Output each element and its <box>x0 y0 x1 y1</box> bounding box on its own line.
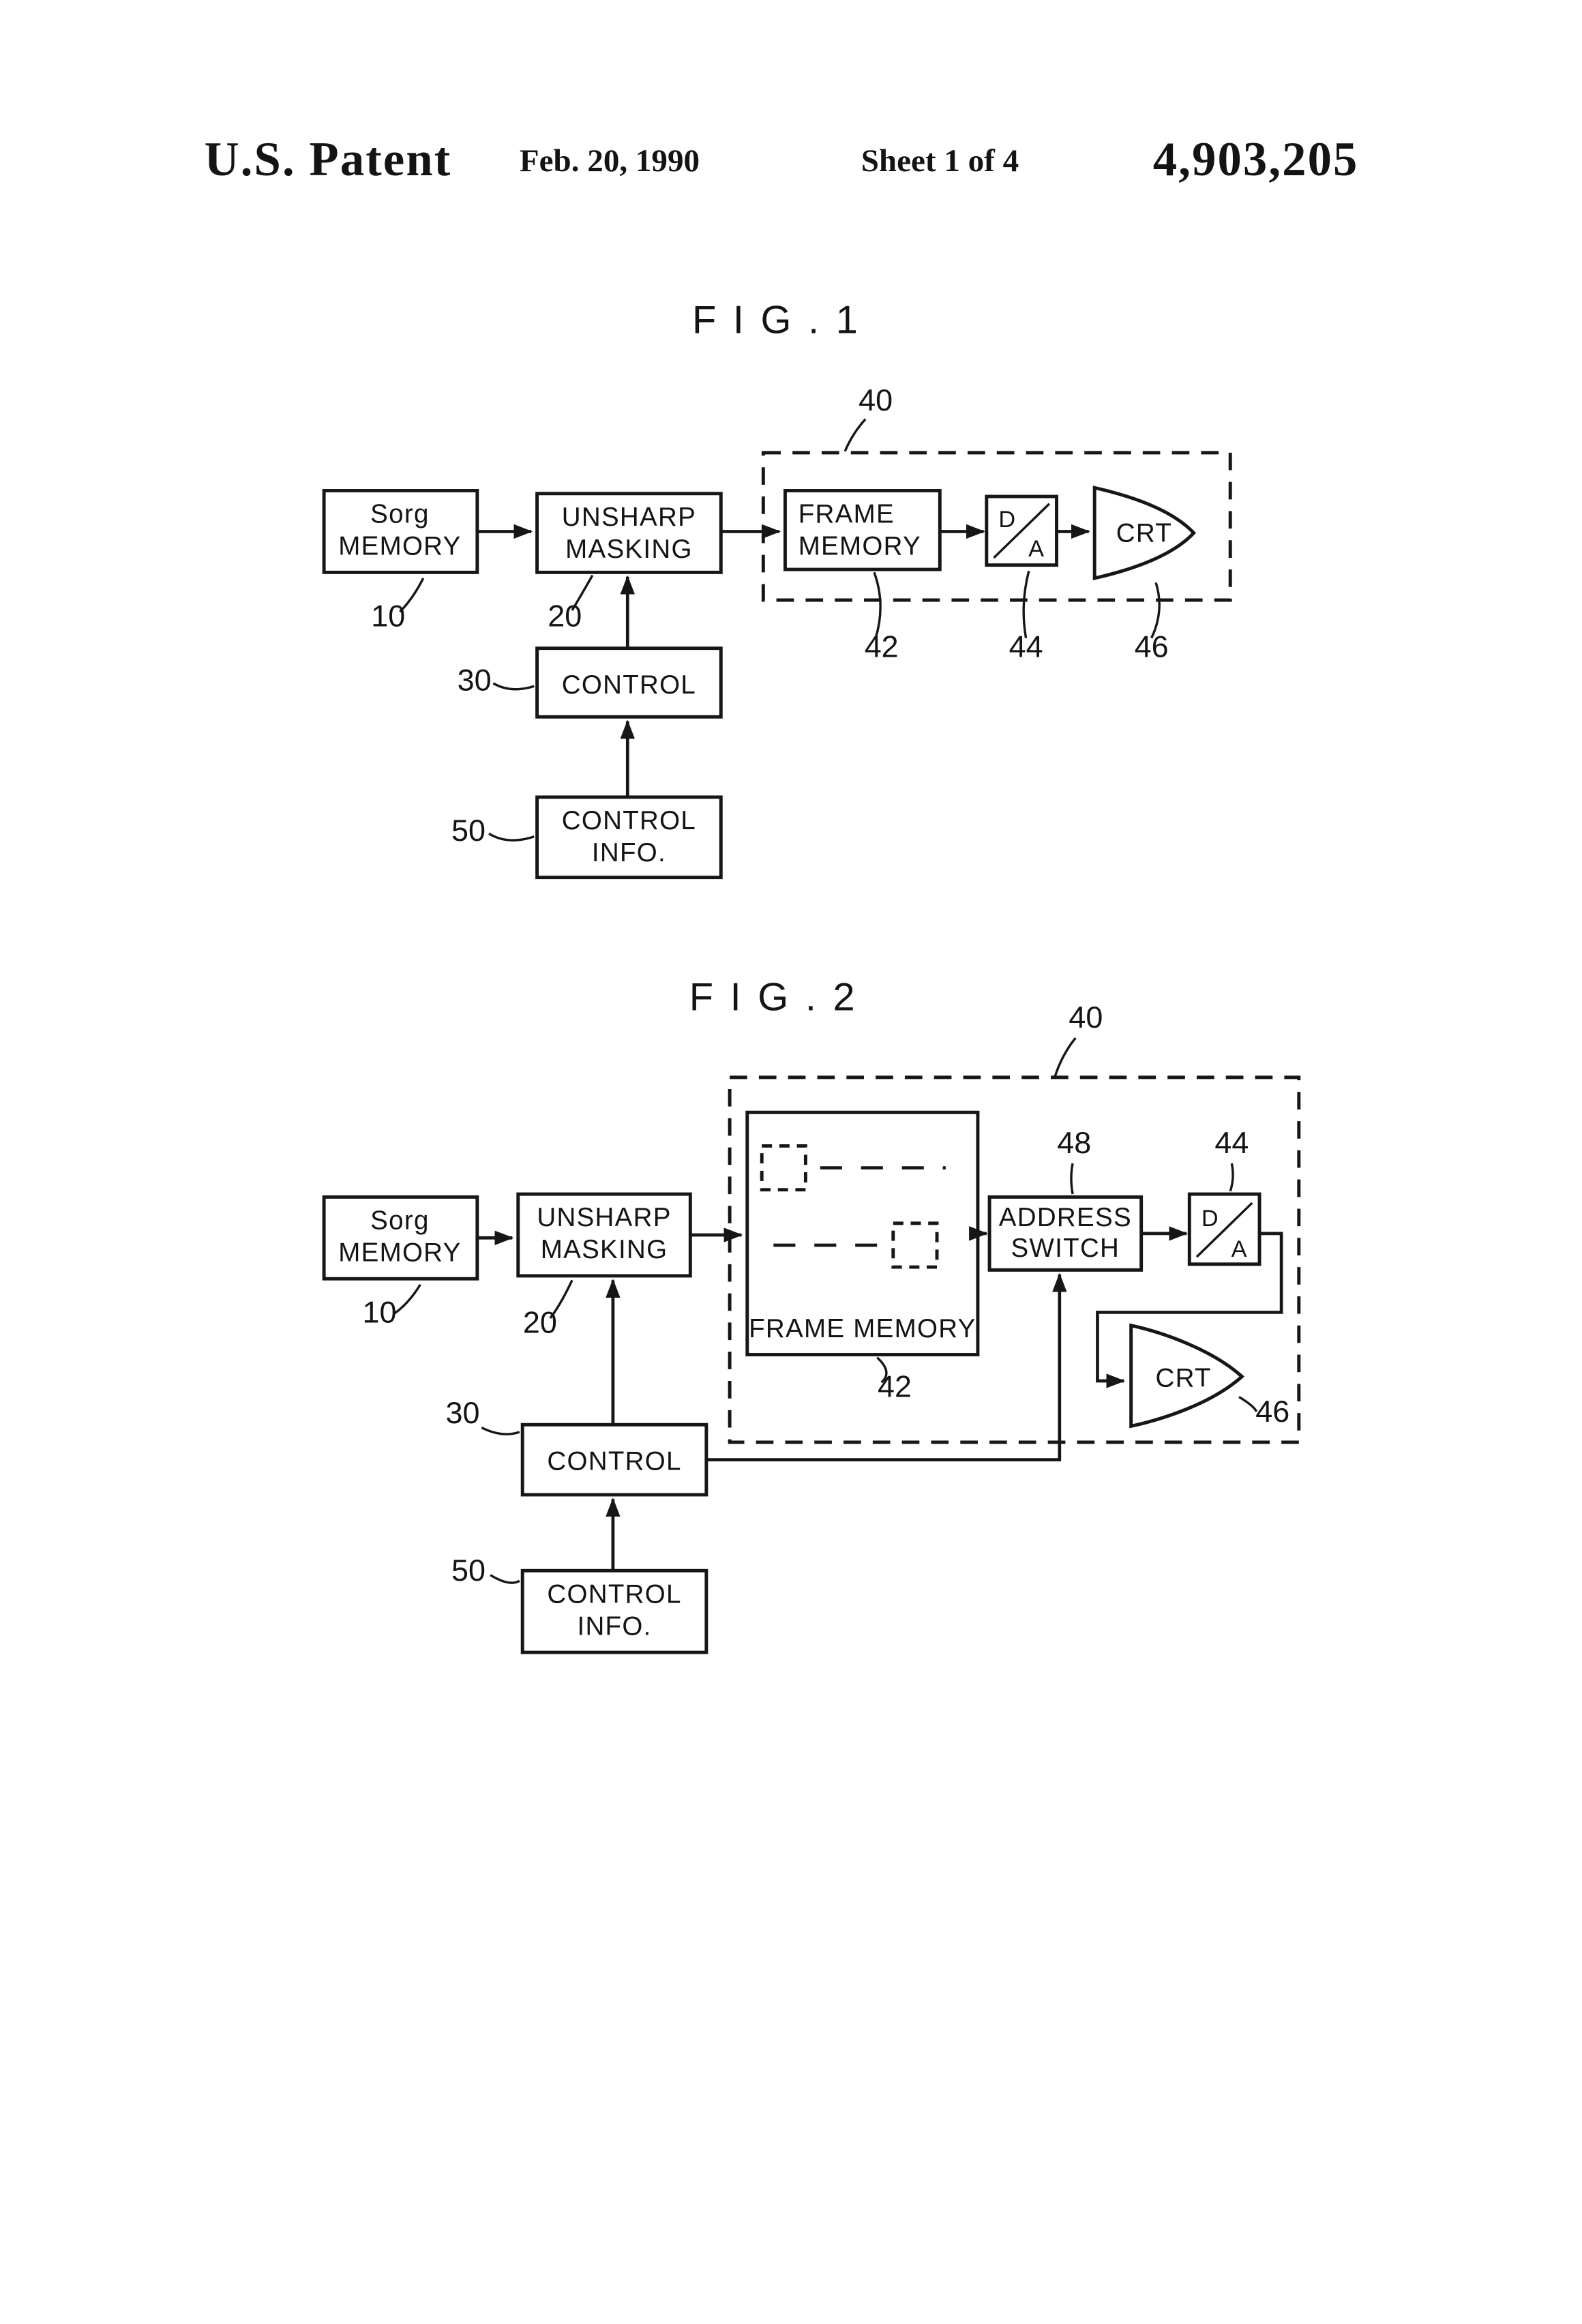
fig1-ref10-leader <box>399 578 425 613</box>
fig2-crt-shape <box>1129 1323 1245 1429</box>
fig2-ref46-leader <box>1238 1396 1258 1412</box>
fig2-ref-40: 40 <box>1069 1000 1103 1034</box>
fig2-frame-memory-cell-1 <box>760 1144 807 1192</box>
fig1-ref-46: 46 <box>1135 629 1169 664</box>
fig1-ref20-leader <box>571 574 594 611</box>
fig2-ref40-leader <box>1054 1037 1077 1077</box>
fig2-da-slash <box>1195 1202 1253 1258</box>
fig2-address-switch-label-line2: SWITCH <box>1011 1234 1120 1263</box>
fig2-ref-48: 48 <box>1057 1125 1091 1160</box>
fig2-diagram: F I G . 2 40 Sorg MEMORY 10 UNSHARP MASK… <box>322 975 1301 1654</box>
fig2-ref-50: 50 <box>451 1553 486 1588</box>
fig1-sorg-memory-label-line2: MEMORY <box>338 532 461 561</box>
fig2-ref20-leader <box>549 1279 573 1320</box>
fig1-title: F I G . 1 <box>692 298 861 342</box>
fig2-ref10-leader <box>393 1283 421 1315</box>
fig2-sorg-memory-label-line1: Sorg <box>370 1206 430 1235</box>
fig2-ref-30: 30 <box>445 1395 479 1430</box>
fig2-crt-label: CRT <box>1156 1364 1212 1393</box>
fig1-unsharp-label-line1: UNSHARP <box>562 503 696 532</box>
fig2-ref42-leader <box>876 1356 888 1384</box>
fig2-frame-memory-cell-2 <box>891 1221 939 1269</box>
fig1-ref-50: 50 <box>451 813 486 848</box>
fig2-control-label: CONTROL <box>547 1447 681 1476</box>
fig2-ref50-leader <box>490 1574 520 1584</box>
fig1-ref30-leader <box>492 682 535 691</box>
fig1-frame-memory-label-line2: MEMORY <box>799 532 921 561</box>
fig1-ref46-leader <box>1150 582 1161 639</box>
fig2-control-info-label-line1: CONTROL <box>547 1579 681 1609</box>
fig1-crt-label: CRT <box>1116 518 1172 548</box>
fig1-ref50-leader <box>488 832 535 841</box>
fig2-ref-20: 20 <box>523 1305 557 1339</box>
fig2-unsharp-label-line2: MASKING <box>541 1235 668 1264</box>
fig2-ref-44: 44 <box>1214 1125 1249 1160</box>
fig1-control-label: CONTROL <box>562 670 696 700</box>
fig1-sorg-memory-label-line1: Sorg <box>370 500 430 529</box>
fig1-ref-10: 10 <box>371 599 405 634</box>
sheet-number: Sheet 1 of 4 <box>861 143 1019 179</box>
fig2-unsharp-label-line1: UNSHARP <box>537 1203 671 1232</box>
fig1-crt-shape <box>1092 486 1197 580</box>
patent-date: Feb. 20, 1990 <box>520 143 700 179</box>
fig1-ref-44: 44 <box>1009 629 1043 664</box>
patent-label: U.S. Patent <box>205 133 452 186</box>
fig2-da-label-top: D <box>1202 1206 1219 1232</box>
fig1-ref42-leader <box>873 571 882 639</box>
fig1-ref-30: 30 <box>458 663 492 698</box>
fig1-frame-memory-label-line1: FRAME <box>799 500 895 529</box>
fig2-ref44-leader <box>1229 1163 1234 1192</box>
fig2-da-label-bottom: A <box>1232 1236 1247 1262</box>
fig2-ref-10: 10 <box>362 1294 396 1329</box>
fig2-address-switch-label-line1: ADDRESS <box>999 1203 1132 1232</box>
fig2-sorg-memory-label-line2: MEMORY <box>338 1238 461 1268</box>
fig1-ref40-leader <box>844 418 867 452</box>
fig1-ref-40: 40 <box>859 383 893 417</box>
fig1-ref-20: 20 <box>548 599 582 634</box>
fig1-da-slash <box>993 503 1051 559</box>
fig2-frame-memory-label: FRAME MEMORY <box>749 1314 976 1343</box>
patent-number: 4,903,205 <box>1153 133 1359 186</box>
fig1-da-label-top: D <box>998 507 1015 533</box>
fig1-da-label-bottom: A <box>1028 536 1044 562</box>
fig1-control-info-label-line2: INFO. <box>592 838 666 867</box>
fig2-ref48-leader <box>1070 1163 1074 1195</box>
fig2-line-control-to-address-switch <box>706 1272 1067 1461</box>
fig2-da-converter-box <box>1187 1192 1262 1266</box>
fig1-unsharp-label-line2: MASKING <box>565 535 693 564</box>
fig1-ref44-leader <box>1022 570 1030 638</box>
fig2-ref-42: 42 <box>878 1369 912 1404</box>
fig2-control-info-label-line2: INFO. <box>577 1611 651 1641</box>
fig2-title: F I G . 2 <box>689 975 858 1019</box>
fig2-line-da-to-crt <box>1096 1232 1283 1388</box>
fig2-ref-46: 46 <box>1255 1394 1289 1429</box>
fig1-control-info-label-line1: CONTROL <box>562 806 696 835</box>
page-header: U.S. Patent Feb. 20, 1990 Sheet 1 of 4 4… <box>205 133 1359 186</box>
fig1-dashed-group-box <box>761 451 1232 602</box>
fig2-ref30-leader <box>481 1426 520 1435</box>
fig1-diagram: F I G . 1 Sorg MEMORY 10 UNSHARP MASKING… <box>322 298 1232 880</box>
fig1-ref-42: 42 <box>865 629 899 664</box>
